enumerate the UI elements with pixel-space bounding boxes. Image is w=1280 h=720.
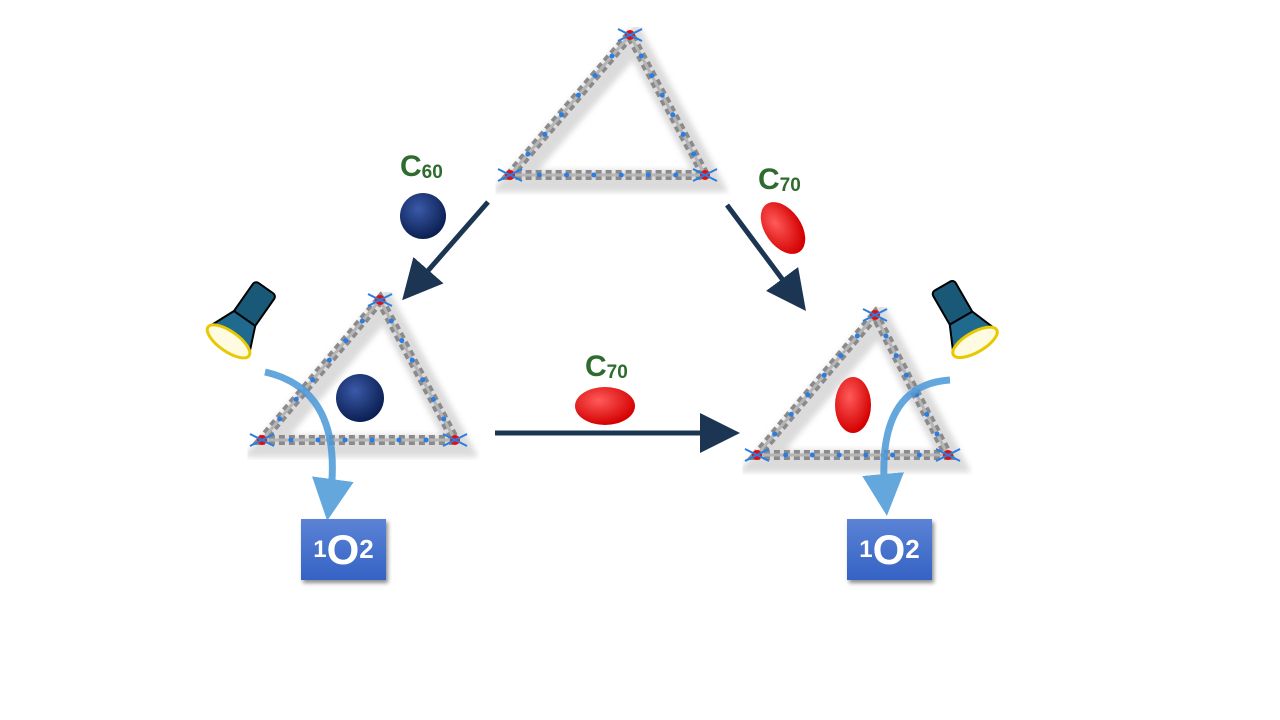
o2-sup: 1 <box>313 535 327 563</box>
arrow-c70-binding <box>724 203 806 312</box>
label-main: C <box>585 350 607 383</box>
c70-label-right: C70 <box>758 163 801 197</box>
c60-in-cage <box>336 374 384 422</box>
flashlight-icon <box>931 279 999 360</box>
label-main: C <box>758 163 780 196</box>
label-sub: 70 <box>779 175 801 196</box>
c70-ellipsoid-right <box>760 202 806 254</box>
arrow-c60-binding <box>402 200 490 301</box>
label-sub: 70 <box>606 362 628 383</box>
curved-arrow-icon <box>264 368 354 521</box>
c60-sphere <box>400 193 446 239</box>
c60-label: C60 <box>400 150 443 184</box>
o2-main: O <box>326 525 360 573</box>
label-main: C <box>400 150 422 183</box>
molecular-cage <box>243 286 479 457</box>
o2-main: O <box>872 525 906 573</box>
label-sub: 60 <box>421 162 443 183</box>
o2-sup: 1 <box>859 535 873 563</box>
c70-label-middle: C70 <box>585 350 628 384</box>
c70-ellipsoid-middle <box>575 387 635 425</box>
o2-sub: 2 <box>359 534 374 564</box>
c70-in-cage <box>835 377 871 433</box>
curved-arrow-icon <box>862 376 951 516</box>
flashlight-icon <box>205 281 276 360</box>
molecular-cage <box>491 21 729 192</box>
o2-sub: 2 <box>905 534 920 564</box>
